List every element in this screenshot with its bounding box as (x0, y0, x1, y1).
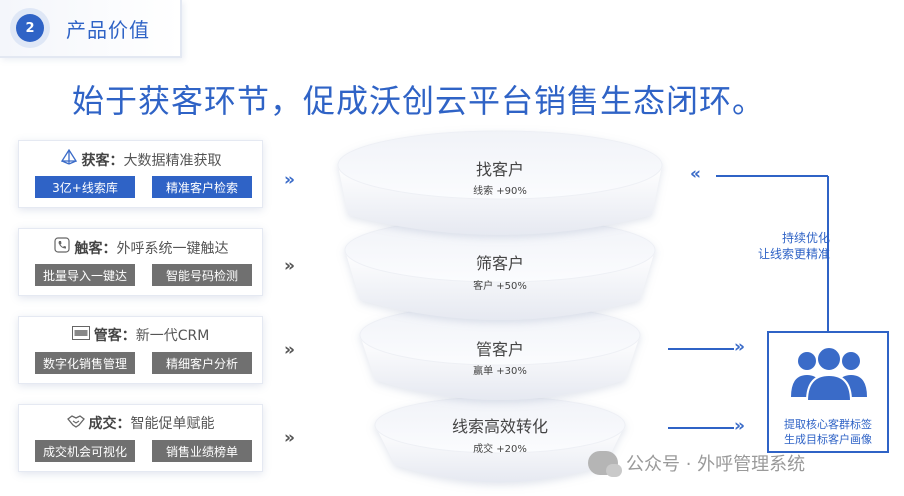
loop-caption-line: 持续优化 (781, 231, 830, 245)
arrow-line (668, 348, 734, 350)
phone-icon (53, 237, 71, 257)
funnel-layer-metric: 客户 +50% (473, 281, 527, 292)
chevron-right-icon: » (284, 428, 295, 448)
section-number-badge: 2 (10, 8, 50, 48)
network-icon (60, 148, 78, 169)
target-caption-line: 生成目标客户画像 (784, 433, 872, 446)
card-keyword: 管客 (93, 328, 122, 344)
funnel-layer-title: 筛客户 (475, 254, 524, 273)
card-separator: ： (121, 328, 136, 344)
card-separator: ： (116, 416, 131, 432)
card-heading: 管客：新一代CRM (19, 325, 262, 345)
pill-lead-library[interactable]: 3亿+线索库 (35, 176, 135, 198)
target-caption: 提取核心客群标签 生成目标客户画像 (769, 417, 887, 447)
chevron-right-icon: » (284, 170, 295, 190)
card-description: 智能促单赋能 (130, 416, 215, 432)
card-description: 大数据精准获取 (123, 153, 222, 169)
watermark-text: 公众号 · 外呼管理系统 (626, 454, 806, 475)
card-heading: 获客：大数据精准获取 (19, 148, 262, 170)
chevron-right-icon: » (734, 337, 745, 357)
card-description: 外呼系统一键触达 (116, 241, 229, 257)
chevron-left-icon: « (690, 164, 701, 184)
section-number: 2 (16, 14, 44, 42)
card-separator: ： (102, 241, 117, 257)
pill-digital-sales[interactable]: 数字化销售管理 (35, 352, 135, 374)
card-heading: 成交：智能促单赋能 (19, 413, 262, 433)
funnel-layer-title: 线索高效转化 (451, 417, 548, 436)
target-profile-box: 提取核心客群标签 生成目标客户画像 (767, 331, 889, 453)
chevron-right-icon: » (734, 416, 745, 436)
funnel-layer-title: 管客户 (475, 340, 524, 359)
card-keyword: 成交 (88, 416, 117, 432)
pill-opportunity-visual[interactable]: 成交机会可视化 (35, 440, 135, 462)
funnel-layer-metric: 线索 +90% (473, 186, 527, 197)
pill-precise-search[interactable]: 精准客户检索 (152, 176, 252, 198)
feature-card-manage: 管客：新一代CRM 数字化销售管理 精细客户分析 (18, 316, 263, 384)
feature-card-deal: 成交：智能促单赋能 成交机会可视化 销售业绩榜单 (18, 404, 263, 472)
loop-vertical-line (827, 176, 829, 332)
section-header: 2 产品价值 (0, 0, 182, 58)
arrow-line (668, 427, 734, 429)
funnel-graphic (337, 130, 663, 483)
feature-card-reach: 触客：外呼系统一键触达 批量导入一键达 智能号码检测 (18, 228, 263, 296)
funnel-layer-metric: 成交 +20% (473, 444, 527, 455)
funnel-layer-title: 找客户 (475, 160, 524, 179)
target-caption-line: 提取核心客群标签 (784, 418, 872, 431)
pill-customer-analysis[interactable]: 精细客户分析 (152, 352, 252, 374)
card-description: 新一代CRM (135, 328, 210, 344)
user-group-icon (791, 347, 867, 402)
feature-card-acquire: 获客：大数据精准获取 3亿+线索库 精准客户检索 (18, 140, 263, 208)
card-separator: ： (109, 153, 124, 169)
card-keyword: 获客 (81, 153, 110, 169)
loop-caption: 持续优化 让线索更精准 (720, 230, 830, 262)
headline: 始于获客环节，促成沃创云平台销售生态闭环。 (72, 82, 766, 120)
wechat-icon (588, 451, 622, 477)
pill-batch-import[interactable]: 批量导入一键达 (35, 264, 135, 286)
pill-number-check[interactable]: 智能号码检测 (152, 264, 252, 286)
card-keyword: 触客 (74, 241, 103, 257)
loop-caption-line: 让线索更精准 (757, 247, 830, 261)
funnel-layer-metric: 赢单 +30% (473, 366, 527, 377)
crm-icon (71, 326, 90, 344)
pill-sales-leaderboard[interactable]: 销售业绩榜单 (152, 440, 252, 462)
chevron-right-icon: » (284, 340, 295, 360)
card-heading: 触客：外呼系统一键触达 (19, 237, 262, 258)
watermark: 公众号 · 外呼管理系统 (588, 450, 806, 477)
section-title: 产品价值 (66, 18, 150, 42)
chevron-right-icon: » (284, 256, 295, 276)
loop-top-line (716, 175, 828, 177)
handshake-icon (66, 414, 85, 432)
